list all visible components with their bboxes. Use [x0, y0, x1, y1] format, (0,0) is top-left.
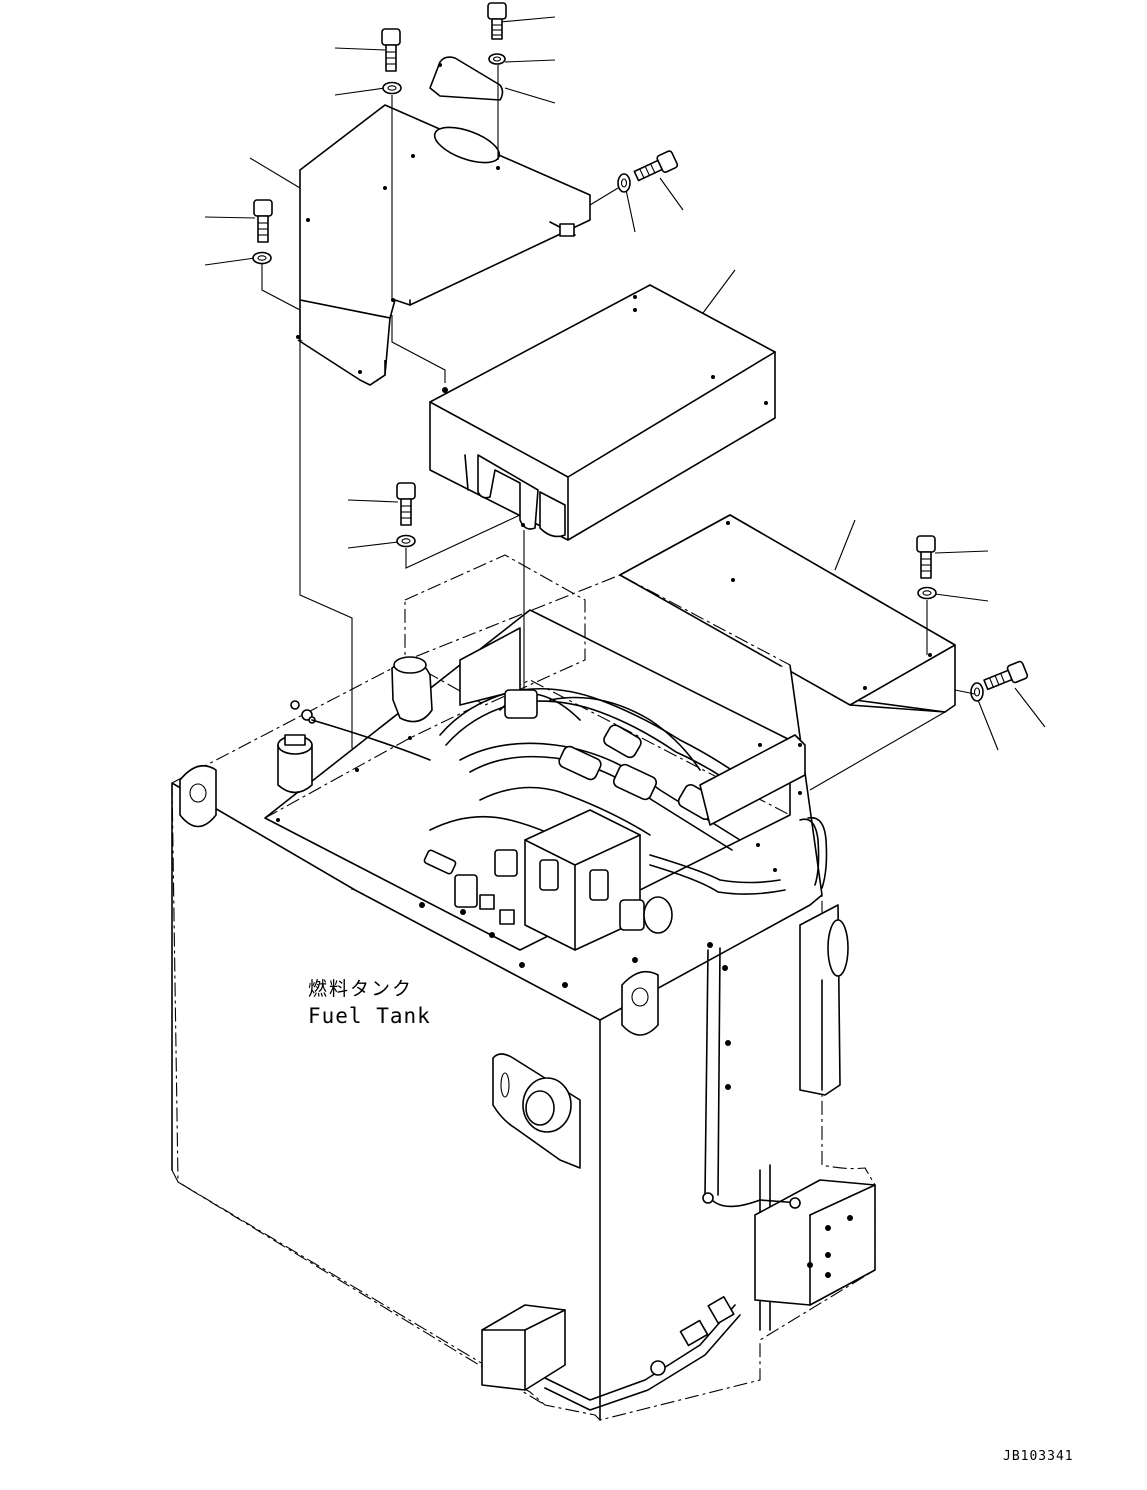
- fuel-tank-label-en: Fuel Tank: [308, 1004, 431, 1028]
- bolt-icon: [253, 199, 273, 243]
- washer-icon: [917, 586, 937, 600]
- washer-icon: [396, 534, 416, 548]
- bolt-icon: [381, 28, 401, 72]
- washer-icon: [970, 682, 984, 702]
- tank-top-components: [276, 554, 828, 1090]
- fuel-tank-label-jp: 燃料タンク: [308, 978, 413, 1000]
- washer-icon: [252, 251, 272, 265]
- bolt-icon: [396, 482, 416, 526]
- bolt-icon: [487, 2, 507, 40]
- bolt-icon: [916, 535, 936, 579]
- small-cover-plate: [429, 56, 504, 101]
- middle-box-cover: [429, 284, 776, 541]
- upper-cover: [296, 104, 591, 386]
- washer-icon: [617, 173, 631, 193]
- drawing-code: JB103341: [1003, 1449, 1074, 1464]
- washer-icon: [488, 53, 506, 65]
- bolt-icon: [983, 660, 1029, 691]
- bolt-icon: [633, 150, 679, 182]
- leader-lines: [204, 16, 1046, 751]
- right-cover-plate: [619, 514, 956, 713]
- washer-icon: [382, 81, 402, 95]
